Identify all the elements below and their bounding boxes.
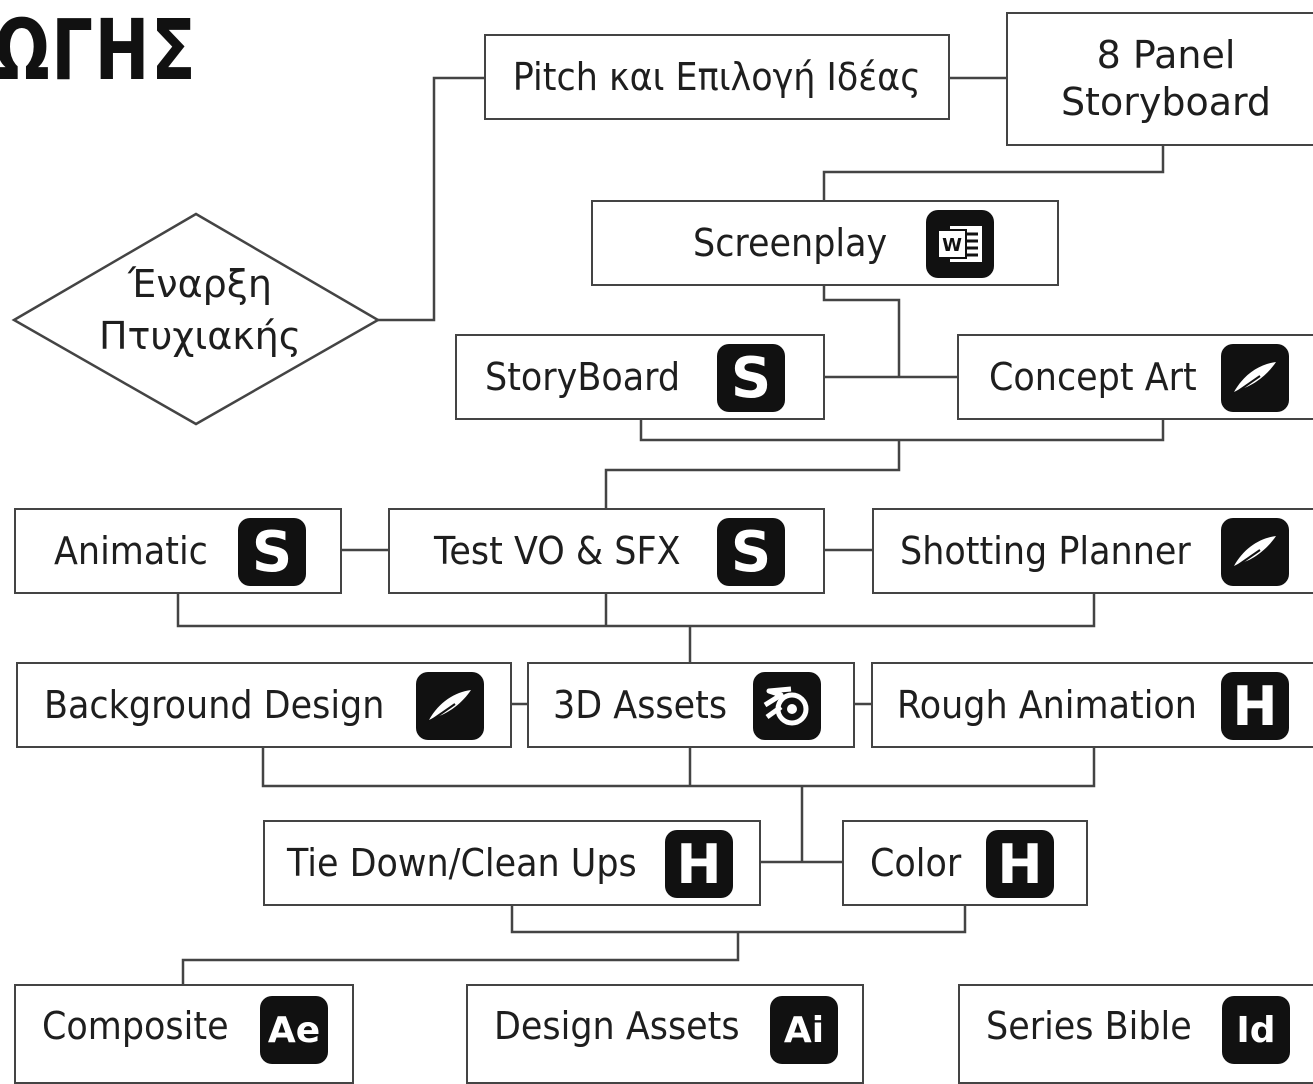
color-node: Color H: [842, 820, 1088, 906]
composite-node: Composite Ae: [14, 984, 354, 1084]
test-vo-sfx-node: Test VO & SFX S: [388, 508, 825, 594]
harmony-icon: H: [1221, 672, 1289, 740]
storyboarder-icon: S: [717, 344, 785, 412]
storyboarder-icon: S: [238, 518, 306, 586]
concept-art-node: Concept Art: [957, 334, 1313, 420]
harmony-icon: H: [986, 830, 1054, 898]
storyboarder-icon: S: [717, 518, 785, 586]
illustrator-icon: Ai: [770, 996, 838, 1064]
start-node-label: Έναρξη Πτυχιακής: [98, 262, 302, 358]
procreate-icon: [416, 672, 484, 740]
svg-text:W: W: [942, 235, 962, 256]
tie-down-clean-ups-node: Tie Down/Clean Ups H: [263, 820, 761, 906]
screenplay-node: Screenplay W: [591, 200, 1059, 286]
after-effects-icon: Ae: [260, 996, 328, 1064]
storyboard-node: StoryBoard S: [455, 334, 825, 420]
page-title-fragment: ΩΓΗΣ: [0, 1, 198, 99]
animatic-node: Animatic S: [14, 508, 342, 594]
start-diamond: [11, 212, 381, 426]
blender-icon: [753, 672, 821, 740]
indesign-icon: Id: [1222, 996, 1290, 1064]
series-bible-node: Series Bible Id: [958, 984, 1313, 1084]
background-design-node: Background Design: [16, 662, 512, 748]
pitch-node: Pitch και Επιλογή Ιδέας: [484, 34, 950, 120]
shotting-planner-node: Shotting Planner: [872, 508, 1313, 594]
procreate-icon: [1221, 518, 1289, 586]
procreate-icon: [1221, 344, 1289, 412]
rough-animation-node: Rough Animation H: [871, 662, 1313, 748]
design-assets-node: Design Assets Ai: [466, 984, 864, 1084]
harmony-icon: H: [665, 830, 733, 898]
3d-assets-node: 3D Assets: [527, 662, 855, 748]
panel-storyboard-node: 8 Panel Storyboard: [1006, 12, 1313, 146]
word-icon: W: [926, 210, 994, 278]
